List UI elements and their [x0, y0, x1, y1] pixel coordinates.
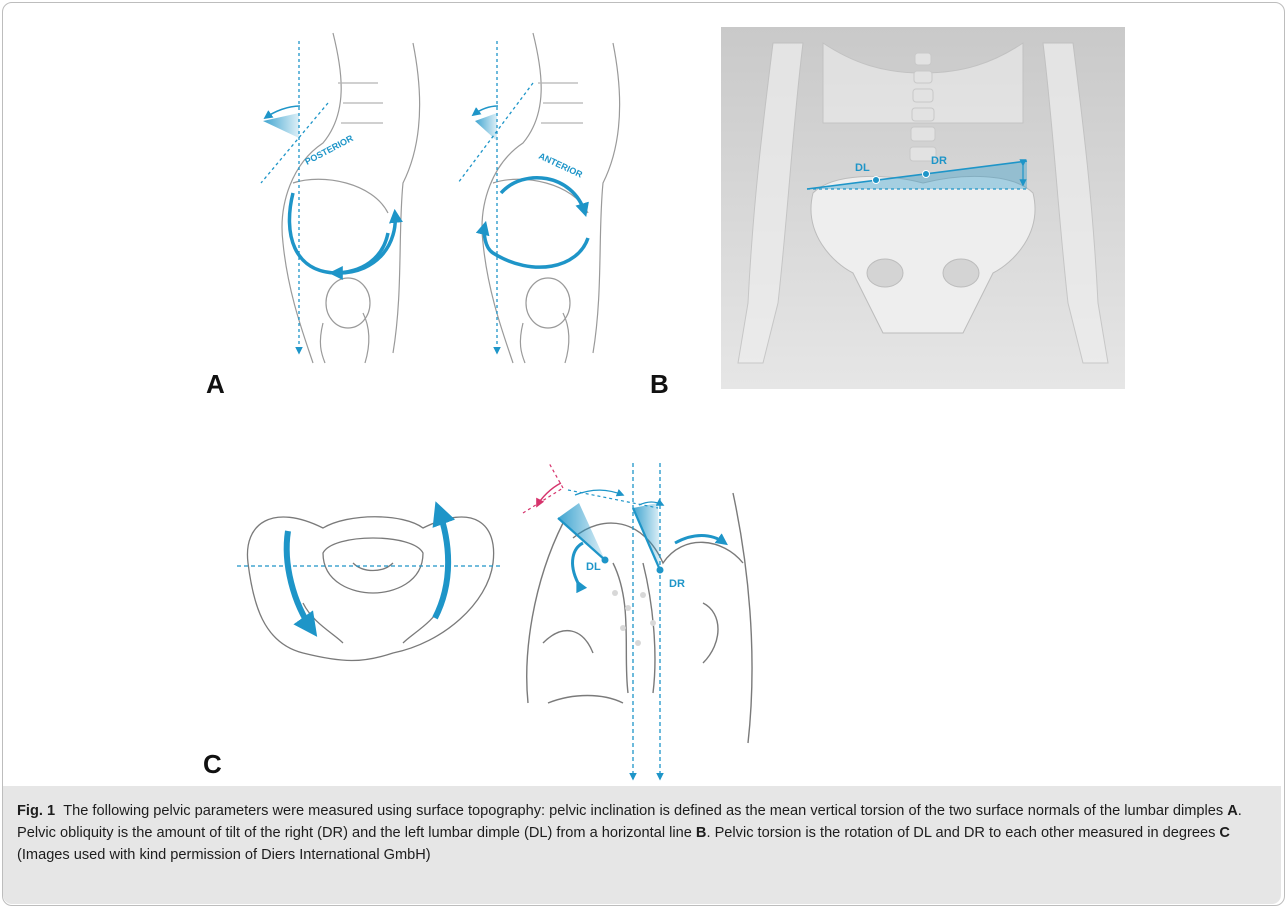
caption-text-1: The following pelvic parameters were mea… [63, 803, 1227, 819]
caption-text-4: (Images used with kind permission of Die… [17, 847, 431, 863]
panel-c-dr-label: DR [669, 578, 685, 590]
posterior-label: POSTERIOR [303, 133, 355, 167]
figure-artwork: POSTERIOR ANTERIOR [3, 3, 1284, 789]
panel-a-posterior-view [282, 33, 420, 363]
panel-c-dl-label: DL [586, 561, 601, 573]
figure-number: Fig. 1 [17, 803, 55, 819]
anterior-label: ANTERIOR [537, 151, 584, 180]
caption-ref-a: A [1227, 803, 1238, 819]
panel-a-anterior-view [482, 33, 620, 363]
caption-ref-c: C [1219, 825, 1230, 841]
panel-label-c: C [203, 749, 222, 780]
caption-ref-b: B [696, 825, 707, 841]
panel-label-b: B [650, 369, 669, 400]
panel-a-illustration: POSTERIOR ANTERIOR [261, 33, 620, 363]
caption-text-3: . Pelvic torsion is the rotation of DL a… [706, 825, 1219, 841]
panel-b-dr-label: DR [931, 155, 947, 167]
figure-caption: Fig. 1 The following pelvic parameters w… [17, 800, 1267, 866]
panel-b-illustration: DL DR [721, 27, 1125, 389]
panel-b-dl-label: DL [855, 162, 870, 174]
panel-c-pelvis-top-view [237, 508, 500, 661]
figure-caption-block: Fig. 1 The following pelvic parameters w… [3, 786, 1281, 904]
panel-label-a: A [206, 369, 225, 400]
panel-c-pelvis-posterior-view: DL DR [523, 463, 752, 779]
